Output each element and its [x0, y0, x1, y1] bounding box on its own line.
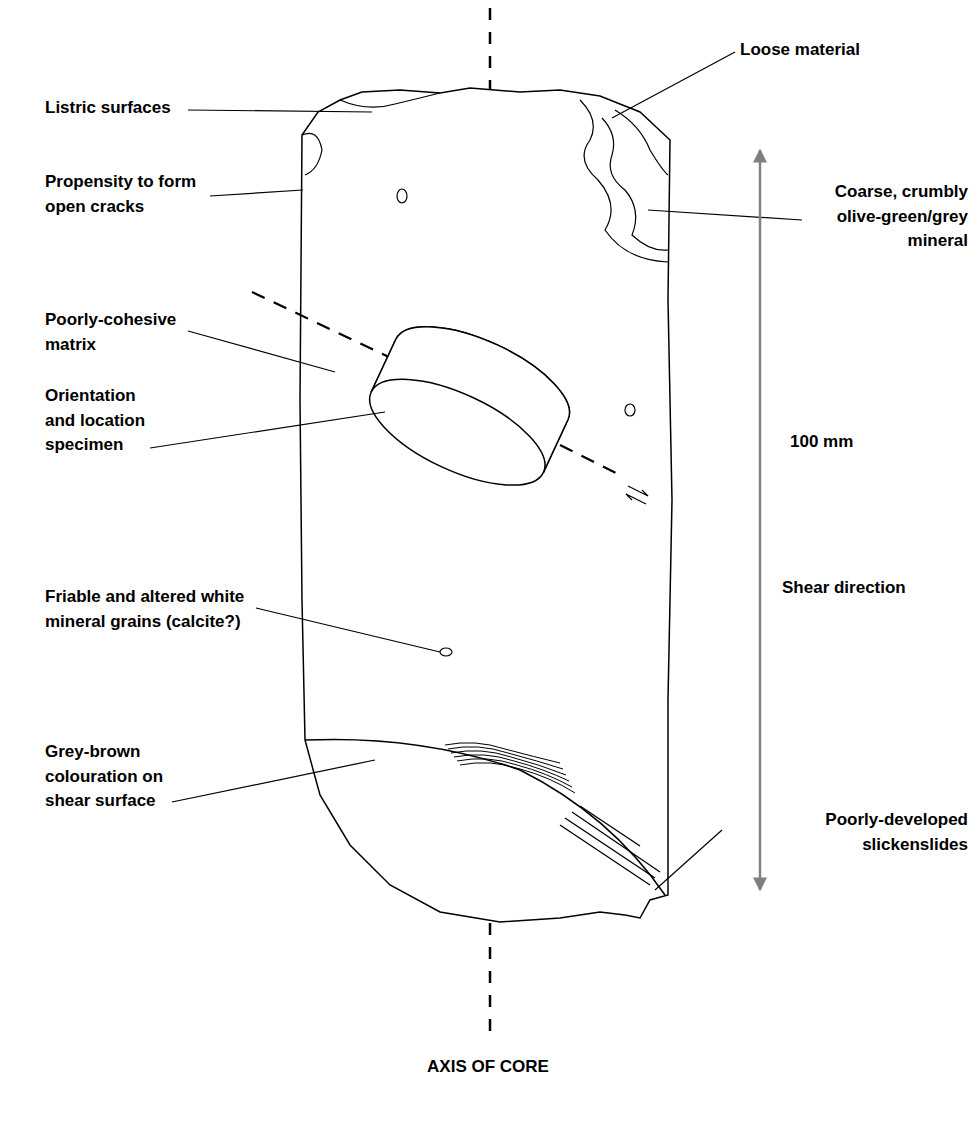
crack — [615, 110, 668, 175]
mineral-grain — [625, 404, 635, 416]
callout-label: Grey-brown colouration on shear surface — [45, 740, 180, 814]
callout-label: Friable and altered white mineral grains… — [45, 585, 285, 634]
dimension-arrow — [759, 150, 762, 890]
listric-surface — [302, 133, 322, 175]
crack — [580, 100, 668, 262]
callout-label: Loose material — [740, 38, 940, 63]
callout-label: Poorly-cohesive matrix — [45, 308, 195, 357]
shear-sense — [626, 494, 646, 504]
callout-label: Listric surfaces — [45, 96, 205, 121]
callout-label: Coarse, crumbly olive-green/grey mineral — [808, 180, 968, 254]
shear-plane — [252, 292, 395, 360]
shear-texture — [445, 743, 575, 793]
dimension-label: 100 mm — [790, 430, 910, 455]
callout-label: Poorly-developed slickenslides — [728, 808, 968, 857]
specimen-cylinder — [355, 305, 584, 507]
listric-surface — [340, 93, 440, 107]
core-axis — [489, 8, 492, 92]
leader-line — [150, 52, 802, 890]
axis-label: AXIS OF CORE — [388, 1055, 588, 1080]
mineral-grain — [397, 189, 407, 203]
shear-sense — [628, 486, 648, 496]
callout-label: Propensity to form open cracks — [45, 170, 235, 219]
crack — [602, 118, 668, 250]
slickenslides — [560, 806, 660, 885]
core-outline — [300, 88, 672, 922]
shear-plane — [560, 445, 622, 476]
mineral-grain — [440, 648, 452, 656]
callout-label: Shear direction — [782, 576, 962, 601]
callout-label: Orientation and location specimen — [45, 384, 165, 458]
